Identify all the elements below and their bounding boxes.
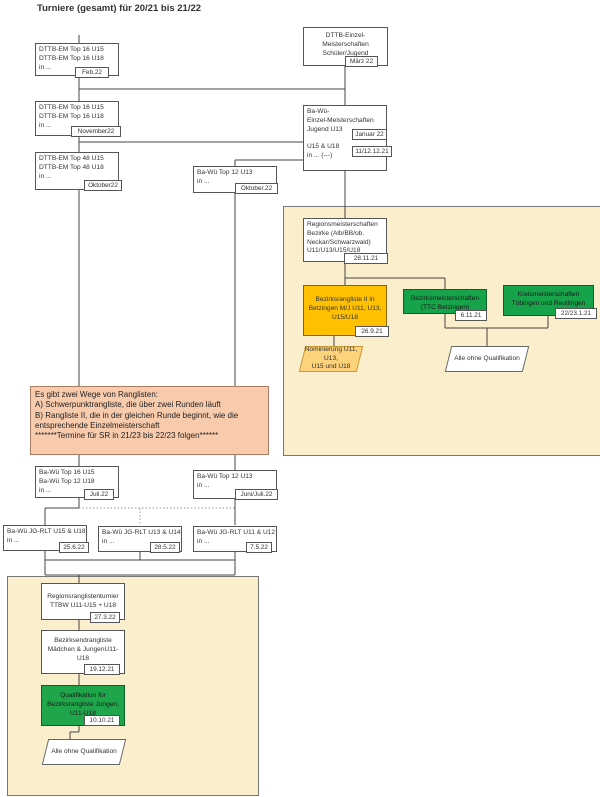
node-line: U15/U18 bbox=[331, 313, 359, 321]
node-line: in ... bbox=[39, 121, 52, 129]
node-line: Meisterschaften bbox=[322, 40, 369, 48]
node-line: DTTB-EM Top 48 U15 bbox=[39, 155, 104, 162]
node-line: U15 & U18 bbox=[307, 143, 340, 151]
node-line: in ... bbox=[197, 177, 210, 185]
node-line: U11-U18 bbox=[70, 709, 96, 717]
node-line: Ba-Wü- bbox=[307, 108, 330, 115]
date-label: 25.6.22 bbox=[59, 542, 89, 553]
node-line: U18 bbox=[76, 654, 90, 662]
date-label: Juli.22 bbox=[84, 489, 114, 500]
node-line: Kreismeisterschaften bbox=[517, 291, 580, 298]
node-line: Alle ohne Qualifikation bbox=[454, 354, 520, 362]
note-ranglisten: Es gibt zwei Wege von Ranglisten: A) Sch… bbox=[30, 386, 269, 455]
node-line: DTTB-EM Top 48 U18 bbox=[39, 163, 104, 171]
date-label: 26.9.21 bbox=[355, 326, 389, 337]
node-line: Bezirksendrangliste bbox=[54, 637, 112, 644]
node-line: DTTB-EM Top 16 U18 bbox=[39, 54, 104, 62]
node-line: in ... bbox=[39, 486, 52, 494]
node-line: Bezirksrangliste II in bbox=[315, 296, 375, 303]
node-line: U15 und U18 bbox=[311, 363, 351, 371]
node-line: DTTB-Einzel- bbox=[325, 32, 366, 39]
node-line: Jugend U13 bbox=[307, 125, 343, 133]
date-label: März 22 bbox=[345, 56, 378, 67]
node-line: Schüler/Jugend bbox=[322, 49, 369, 57]
note-line: Es gibt zwei Wege von Ranglisten: bbox=[35, 390, 159, 399]
node-bezirksrangliste-2: Bezirksrangliste II in Betzingen M/J U11… bbox=[303, 285, 387, 336]
node-line: Tübingen und Reutlingen bbox=[511, 299, 586, 307]
node-line: Ba-Wü JG-RLT U13 & U14 bbox=[102, 529, 181, 536]
date-label: 19.12.21 bbox=[84, 664, 120, 675]
node-line: in ... bbox=[39, 172, 52, 180]
node-line: TTBW U11-U15 + U18 bbox=[49, 601, 117, 609]
date-label: 7.5.22 bbox=[246, 542, 272, 553]
note-line: A) Schwerpunktrangliste, die über zwei R… bbox=[35, 400, 221, 410]
date-label: Feb.22 bbox=[75, 67, 109, 78]
node-line: Bezirksmeisterschaften bbox=[410, 295, 480, 302]
date-label: 10.10.21 bbox=[84, 715, 120, 726]
date-label: 28.5.22 bbox=[150, 542, 180, 553]
node-line: in ... bbox=[7, 536, 20, 544]
node-line: Bezirksrangliste Jungen, bbox=[47, 700, 119, 708]
node-line: (TTC Betzingen) bbox=[420, 303, 470, 311]
node-line: Betzingen M/J U11, U13, bbox=[308, 304, 382, 312]
node-line: Einzel-Meisterschaften bbox=[307, 116, 374, 124]
node-line: Ba-Wü JG-RLT U15 & U18 bbox=[7, 528, 86, 535]
node-line: in ... bbox=[39, 63, 52, 71]
date-label: Juni/Juli.22 bbox=[235, 489, 278, 500]
node-line: Qualifikation für bbox=[60, 692, 106, 699]
node-line: DTTB-EM Top 16 U15 bbox=[39, 46, 104, 53]
note-line: *******Termine für SR in 21/23 bis 22/23… bbox=[35, 431, 219, 441]
node-bezirksmeisterschaften: Bezirksmeisterschaften (TTC Betzingen) bbox=[403, 289, 487, 314]
node-alle-ohne-qualifikation-1: Alle ohne Qualifikation bbox=[444, 346, 530, 372]
node-line: in ... bbox=[197, 481, 210, 489]
node-line: U11/U13/U15/U18 bbox=[307, 247, 361, 255]
page-title: Turniere (gesamt) für 20/21 bis 21/22 bbox=[37, 3, 202, 14]
node-rlt-u13-u14: Ba-Wü JG-RLT U13 & U14 in ... bbox=[98, 526, 182, 552]
note-line: B) Rangliste II, die in der gleichen Run… bbox=[35, 410, 239, 420]
node-line: Ba-Wü Top 12 U18 bbox=[39, 477, 95, 485]
date-label: Januar 22 bbox=[352, 129, 387, 140]
node-line: Ba-Wü Top 12 U13 bbox=[197, 169, 253, 176]
node-line: Alle ohne Qualifikation bbox=[51, 747, 117, 755]
node-line: Ba-Wü Top 16 U15 bbox=[39, 469, 95, 476]
node-line: Bezirke (Alb/BB/ob. bbox=[307, 229, 365, 237]
node-line: Nominierung U11, U13, bbox=[304, 346, 358, 362]
node-line: Ba-Wü Top 12 U13 bbox=[197, 473, 253, 480]
date-label: 27.3.22 bbox=[90, 612, 120, 623]
node-line: DTTB-EM Top 16 U18 bbox=[39, 112, 104, 120]
date-label: Oktober.22 bbox=[235, 183, 278, 194]
node-line: Neckar/Schwarzwald) bbox=[307, 238, 371, 246]
node-nominierung: Nominierung U11, U13, U15 und U18 bbox=[298, 346, 364, 372]
date-label: 11/12.12.21 bbox=[352, 146, 392, 157]
node-line: in ... bbox=[197, 537, 210, 545]
node-line: in ... bbox=[102, 537, 115, 545]
node-line: DTTB-EM Top 16 U15 bbox=[39, 104, 104, 111]
note-line: entsprechende Einzelmeisterschaft bbox=[35, 420, 160, 430]
date-label: Oktober22 bbox=[84, 180, 122, 191]
node-line: Mädchen & JungenU11- bbox=[47, 645, 119, 653]
node-line: Ba-Wü JG-RLT U11 & U12 bbox=[197, 529, 276, 536]
date-label: 6.11.21 bbox=[455, 310, 487, 321]
node-line: Regionsmeisterschaften bbox=[307, 221, 378, 228]
node-line: in ... (---) bbox=[307, 152, 333, 160]
node-line: Regionsranglistenturnier bbox=[47, 593, 119, 600]
node-alle-ohne-qualifikation-2: Alle ohne Qualifikation bbox=[41, 739, 127, 765]
date-label: November22 bbox=[71, 126, 121, 137]
date-label: 28.11.21 bbox=[344, 253, 388, 264]
date-label: 22/23.1.21 bbox=[555, 308, 597, 319]
